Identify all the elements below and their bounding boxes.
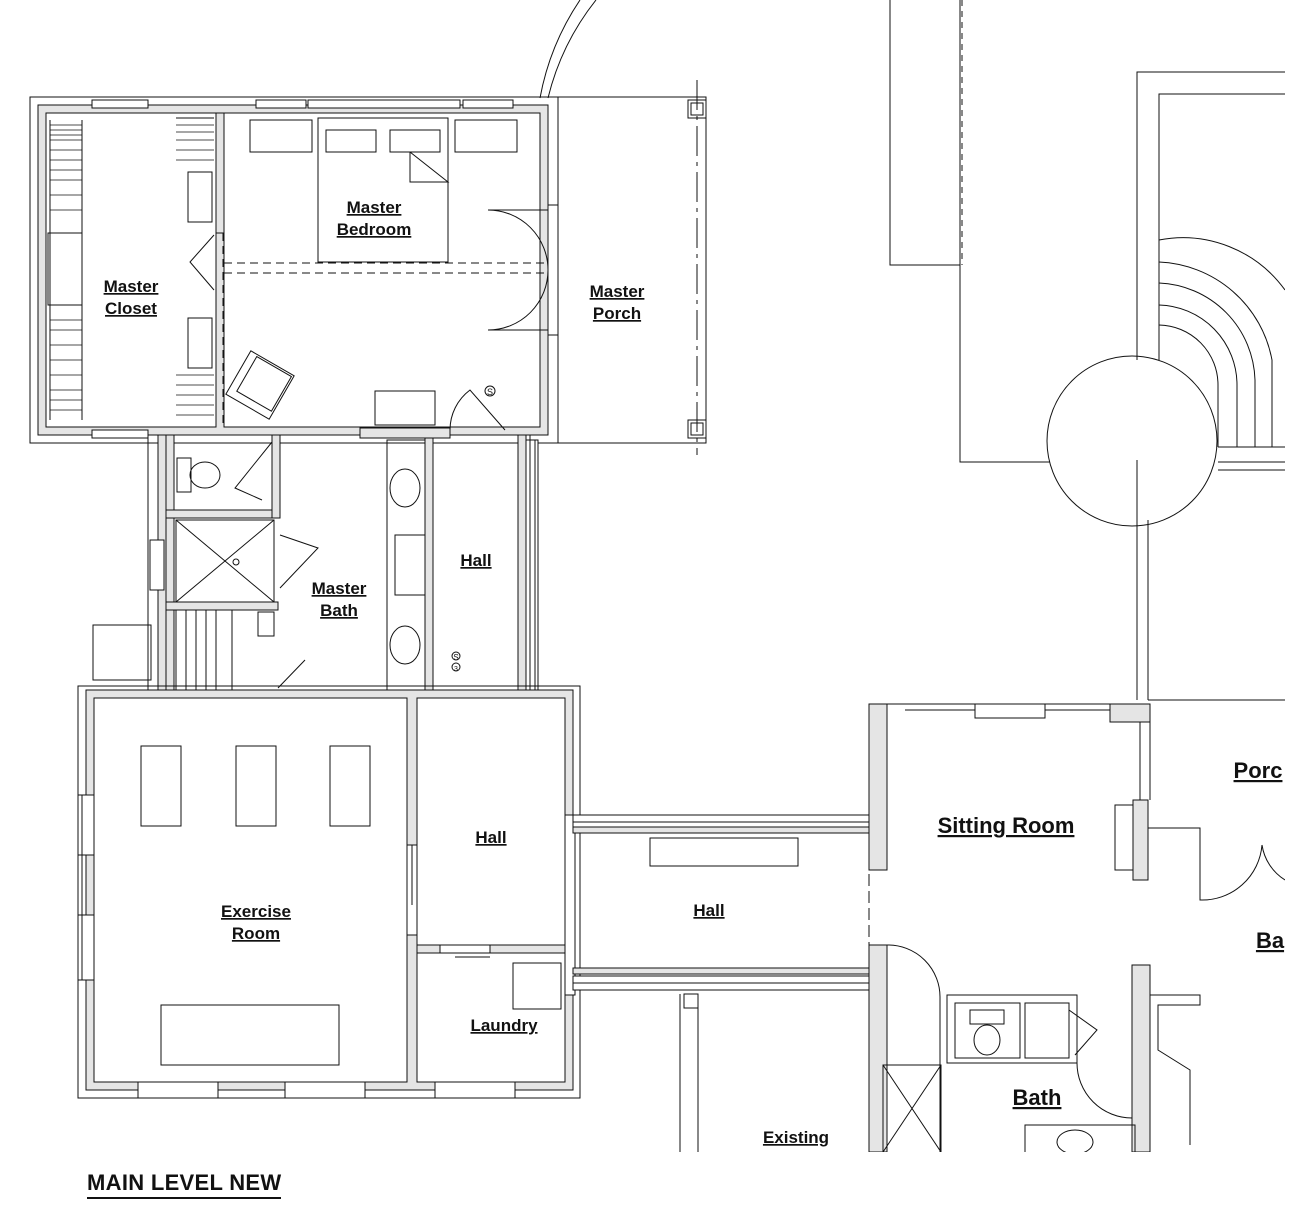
porch-partial-label: Porc [1234, 758, 1283, 783]
hall-lower-label: Hall [693, 901, 724, 920]
existing-label: Existing [763, 1128, 829, 1147]
master-closet-label-2: Closet [105, 299, 157, 318]
master-bath [92, 427, 539, 693]
room-labels: Master Closet Master Bedroom Master Porc… [104, 198, 1285, 1147]
master-porch-label-1: Master [590, 282, 645, 301]
master-bath-label-2: Bath [320, 601, 358, 620]
hall-middle-label: Hall [475, 828, 506, 847]
ba-partial-label: Ba [1256, 928, 1285, 953]
bath-label: Bath [1013, 1085, 1062, 1110]
master-bedroom-label-2: Bedroom [337, 220, 412, 239]
existing-bath [868, 944, 1201, 1152]
switch-symbol: S [487, 387, 493, 397]
exercise-room-label-2: Room [232, 924, 280, 943]
lower-wing [77, 685, 581, 1099]
sitting-room-label: Sitting Room [938, 813, 1075, 838]
sitting-room [868, 703, 1285, 901]
hall-upper-label: Hall [460, 551, 491, 570]
switch-duplex-symbol: S [453, 653, 458, 662]
hall-connector [572, 814, 870, 1152]
master-porch-label-2: Porch [593, 304, 641, 323]
switch-sub-symbol: 3 [454, 666, 458, 673]
master-closet-label-1: Master [104, 277, 159, 296]
exercise-room-label-1: Exercise [221, 902, 291, 921]
laundry-label: Laundry [470, 1016, 538, 1035]
drawing-title: MAIN LEVEL NEW [87, 1170, 282, 1199]
master-porch [557, 80, 707, 455]
master-bedroom-label-1: Master [347, 198, 402, 217]
existing-structure [539, 0, 1285, 701]
master-suite-walls [29, 96, 559, 444]
master-bath-label-1: Master [312, 579, 367, 598]
